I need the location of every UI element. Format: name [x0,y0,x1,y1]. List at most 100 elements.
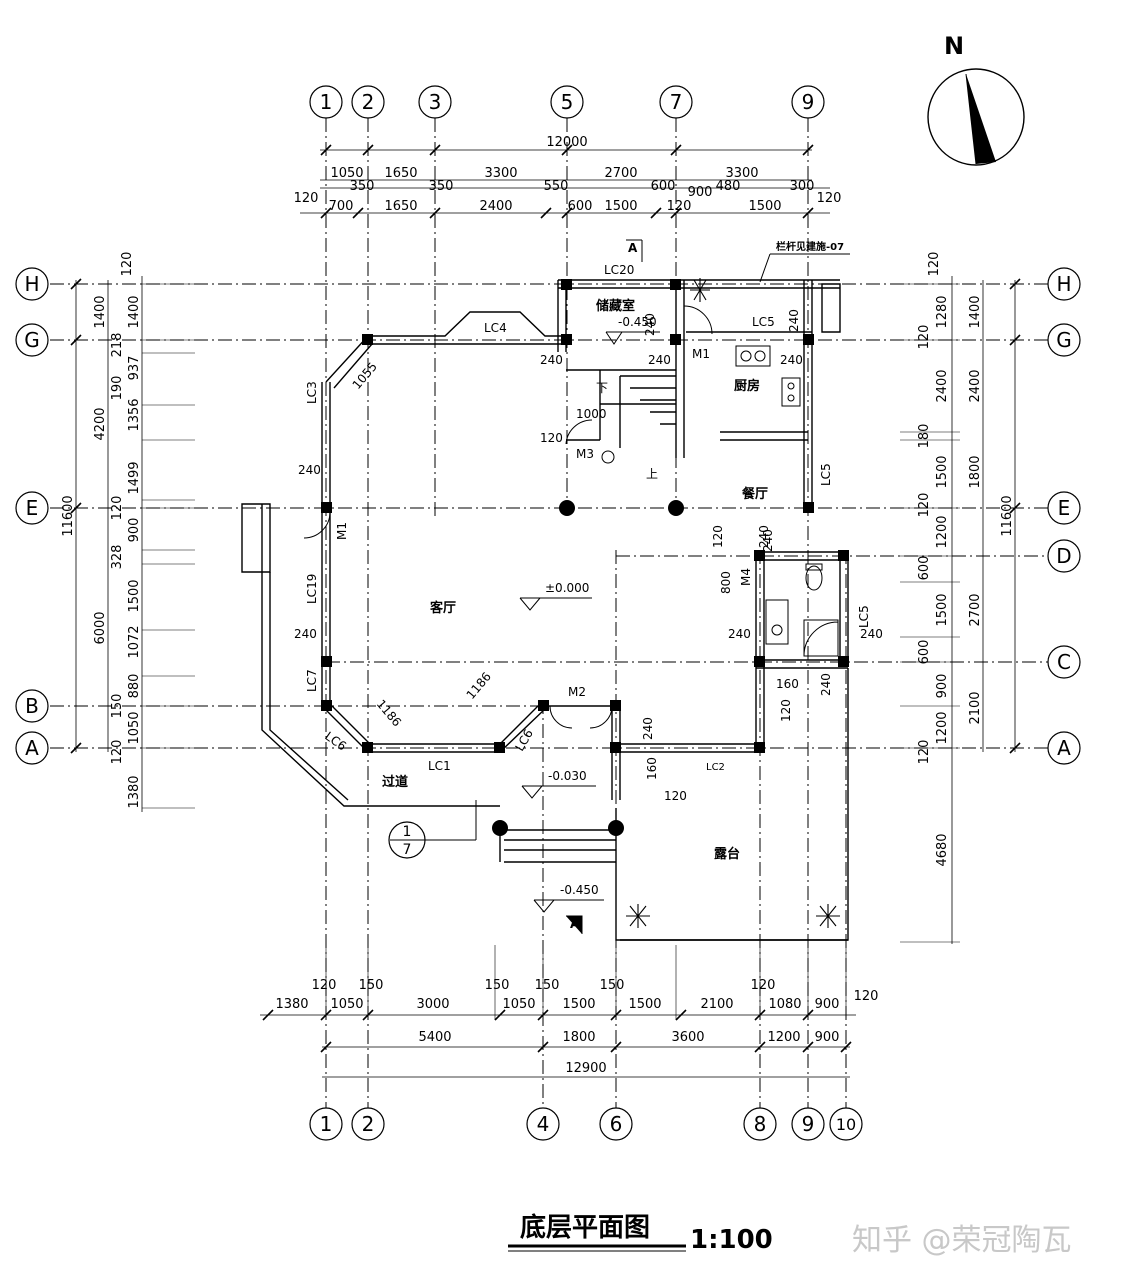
dim-interior: 120 [664,789,687,803]
dim-top: 120 [817,191,842,206]
room-corridor: 过道 [382,774,408,790]
stair-down-label: 下 [596,381,608,395]
axis-label-right: D [1056,544,1071,568]
axis-label-top: 7 [670,90,683,114]
dim-right: 1200 [935,711,950,744]
right-dimensions: 120 1280 120 2400 180 1500 120 1200 600 … [917,252,1015,867]
dim-bottom: 900 [815,1030,840,1045]
dim-top: 120 [294,191,319,206]
dim-left: 1072 [127,625,142,658]
window-label: LC5 [857,605,871,628]
dim-bottom: 150 [485,978,510,993]
railing-leader [566,239,850,934]
window-label: LC2 [706,762,725,773]
elevation-storage: -0.450 [618,315,657,329]
dim-top: 1050 [330,166,363,181]
dim-right: 2400 [935,369,950,402]
axis-label-left: B [25,694,39,718]
dim-interior: 240 [648,353,671,367]
dim-top-total: 12000 [546,135,587,150]
bottom-dimensions: 120 150 150 150 150 120 120 1380 1050 30… [275,978,878,1076]
dim-left: 6000 [93,611,108,644]
dim-bottom: 150 [359,978,384,993]
window-label: LC5 [819,463,833,486]
dim-bottom: 2100 [700,997,733,1012]
dim-right-total: 11600 [1000,495,1015,536]
door-label: M2 [568,685,586,699]
doors [303,305,713,729]
dim-right: 120 [927,252,942,277]
axis-label-top: 1 [320,90,333,114]
dim-top: 120 [667,199,692,214]
axis-label-left: E [26,496,39,520]
dim-right: 2400 [968,369,983,402]
dim-bottom: 120 [312,978,337,993]
dim-top: 1650 [384,166,417,181]
dim-bottom: 5400 [418,1030,451,1045]
window-label: LC4 [484,321,507,335]
dim-bottom: 1500 [562,997,595,1012]
dim-top: 350 [429,179,454,194]
dim-right: 600 [917,640,932,665]
door-label: M1 [692,347,710,361]
dim-left: 190 [110,376,125,401]
dim-interior: 120 [711,525,725,548]
dim-right: 180 [917,424,932,449]
dim-top: 2400 [479,199,512,214]
dim-top: 480 [716,179,741,194]
axis-bubbles [15,85,1081,1141]
axis-label-bottom: 4 [537,1112,550,1136]
columns [321,279,849,836]
dim-interior: 240 [780,353,803,367]
dim-right: 120 [917,740,932,765]
axis-bubble-labels: 1 2 3 5 7 9 1 2 4 6 8 9 10 H G E B A H G… [24,90,1072,1136]
room-labels: 储藏室 客厅 厨房 餐厅 过道 露台 [382,298,768,862]
dim-right: 4680 [935,833,950,866]
dim-bottom: 1500 [628,997,661,1012]
top-dimensions: 12000 1050 1650 3300 2700 3300 350 350 5… [294,135,842,214]
drawing-scale: 1:100 [690,1225,773,1255]
dim-left: 1380 [127,775,142,808]
left-dimensions: 11600 1400 4200 6000 120 1400 218 937 13… [61,252,142,809]
dim-right: 900 [935,674,950,699]
door-label: M1 [335,522,349,540]
dim-right: 1800 [968,455,983,488]
elevation-markers [519,331,660,913]
detail-number: 1 [403,824,412,840]
dim-interior: 240 [761,529,775,552]
window-label: LC7 [305,669,319,692]
dim-left: 900 [127,518,142,543]
dim-top: 900 [688,185,713,200]
axis-label-right: G [1056,328,1072,352]
dim-top: 350 [350,179,375,194]
plant-symbols [626,278,840,928]
dim-top: 1650 [384,199,417,214]
dim-interior: 160 [776,677,799,691]
dim-right: 120 [917,325,932,350]
elevation-entry: -0.030 [548,769,587,783]
window-label: LC1 [428,759,451,773]
railing-note: 栏杆见建施-07 [776,240,844,253]
door-label: M3 [576,447,594,461]
window-label: LC20 [604,263,634,277]
dim-right: 1500 [935,593,950,626]
dim-interior: 240 [298,463,321,477]
window-label: LC3 [305,381,319,404]
dim-top: 3300 [725,166,758,181]
dim-right: 120 [917,493,932,518]
room-terrace: 露台 [714,846,740,862]
dim-interior: 240 [540,353,563,367]
dim-interior: 120 [540,431,563,445]
fixtures [735,345,839,657]
axis-label-bottom: 6 [610,1112,623,1136]
dim-bottom: 3600 [671,1030,704,1045]
dim-right: 2100 [968,691,983,724]
dim-interior: 240 [643,313,657,336]
dim-right: 1200 [935,515,950,548]
watermark: 知乎 @荣冠陶瓦 [852,1223,1072,1258]
dim-interior: 240 [757,525,771,548]
dim-top: 550 [544,179,569,194]
dim-interior: 160 [645,757,659,780]
dim-left: 4200 [93,407,108,440]
dim-interior: 1186 [464,670,494,702]
